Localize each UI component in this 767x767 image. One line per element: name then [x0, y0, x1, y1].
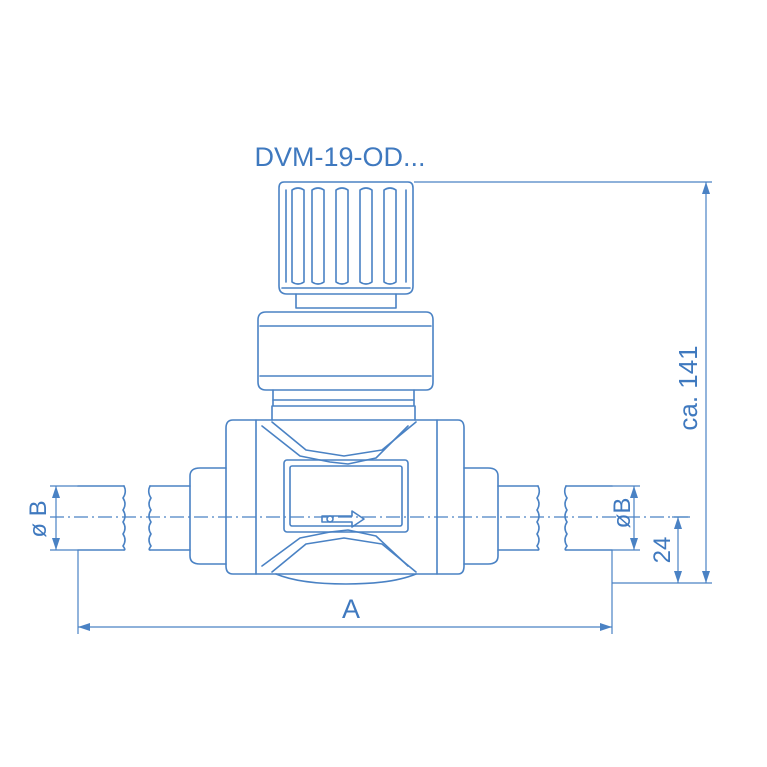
model-title: DVM-19-OD... [254, 142, 425, 172]
overall-height-label: ca. 141 [673, 345, 703, 430]
sight-glass [283, 459, 409, 533]
dimension-arrowheads [52, 182, 710, 631]
dimension-lines [50, 181, 712, 634]
axis-height-label: 24 [649, 537, 676, 564]
valve-body [225, 405, 465, 585]
left-pipe-stub [77, 467, 227, 565]
length-label: A [342, 594, 360, 624]
left-diameter-label: ø B [25, 500, 52, 537]
stem-collar [272, 389, 415, 407]
flow-arrow [321, 510, 365, 528]
handwheel [278, 181, 414, 309]
right-pipe-stub [463, 467, 613, 565]
bonnet-nut [257, 311, 434, 391]
right-diameter-label: øB [609, 498, 636, 529]
